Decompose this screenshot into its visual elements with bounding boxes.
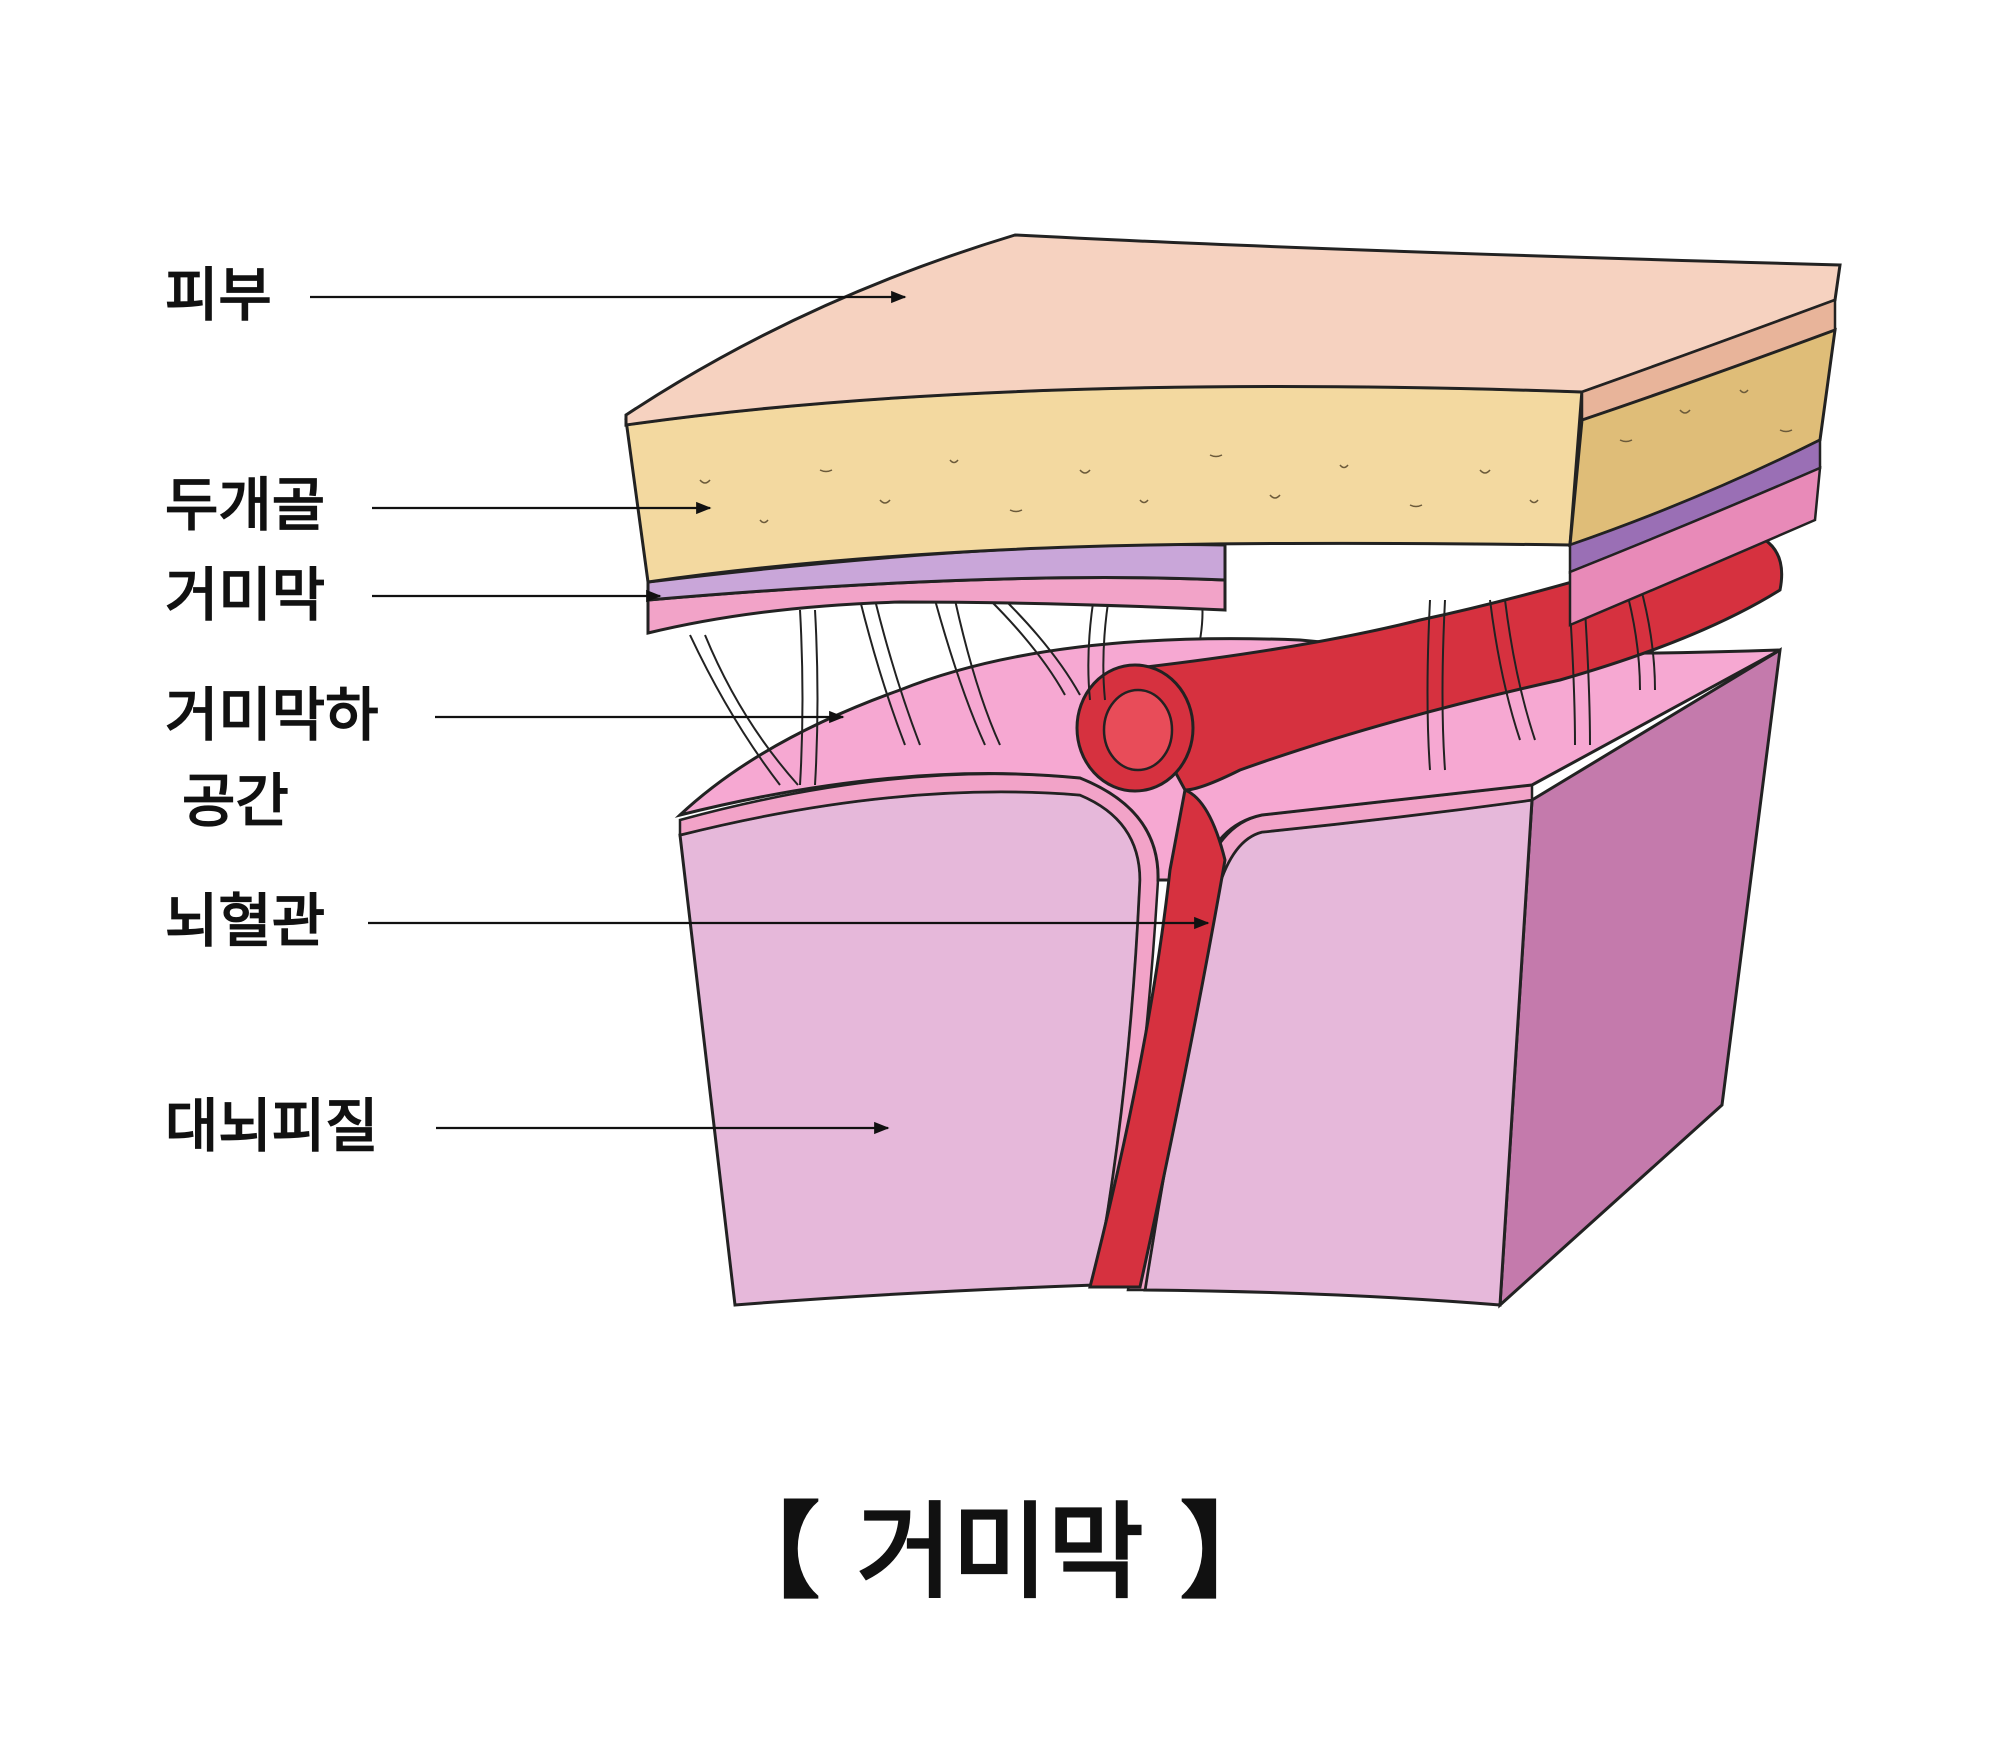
label-vessel: 뇌혈관 — [165, 887, 326, 955]
skin-top-surface — [624, 233, 1842, 427]
arachnoid-trabeculae — [689, 584, 1656, 786]
cortex-front-left — [678, 790, 1142, 1307]
label-subarachnoid-line1: 거미막하 — [165, 681, 379, 749]
vessel-lumen — [1102, 688, 1174, 772]
figure-caption: 【 거미막 】 — [716, 1491, 1284, 1613]
label-arachnoid: 거미막 — [165, 561, 326, 629]
label-subarachnoid-line2: 공간 — [182, 767, 289, 835]
label-skull: 두개골 — [165, 471, 326, 539]
label-cortex: 대뇌피질 — [165, 1092, 379, 1160]
leader-lines — [310, 290, 1210, 1135]
label-skin: 피부 — [165, 261, 272, 329]
bone-speckles — [699, 389, 1793, 524]
vessel-descending — [1088, 787, 1227, 1289]
pia-side — [1568, 466, 1822, 627]
upper-layers — [624, 233, 1842, 635]
